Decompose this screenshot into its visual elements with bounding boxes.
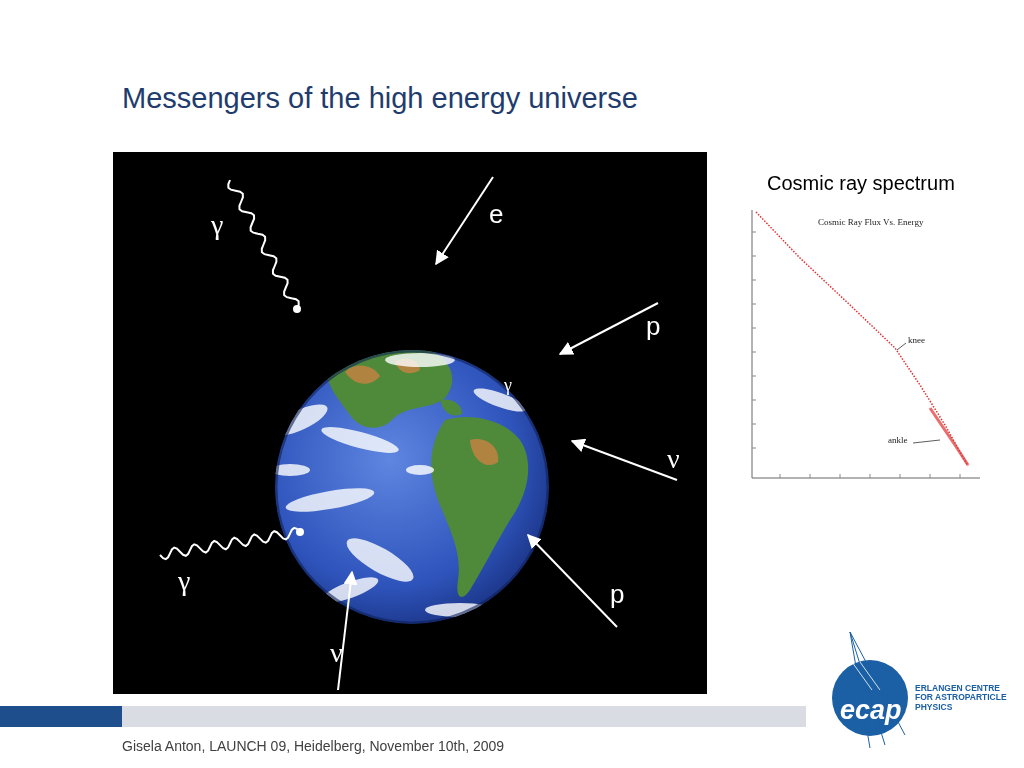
ecap-logo: [832, 632, 908, 748]
particle-label: e: [489, 200, 503, 229]
slide-title: Messengers of the high energy universe: [122, 82, 638, 115]
logo-subtext: ERLANGEN CENTRE FOR ASTROPARTICLE PHYSIC…: [915, 684, 1007, 712]
plot-annotation: knee: [908, 336, 925, 346]
particle-label: ν: [330, 638, 343, 669]
space-panel: [113, 152, 707, 694]
messenger-arrows: [160, 177, 677, 690]
particle-label: γ: [211, 210, 223, 241]
spectrum-plot: [747, 205, 985, 495]
photon-head: [293, 305, 301, 313]
footer-bar: [122, 706, 806, 727]
particle-label: γ: [504, 376, 512, 396]
plot-title: Cosmic Ray Flux Vs. Energy: [818, 218, 923, 228]
plot-annotation: ankle: [888, 436, 908, 446]
earth-globe: [269, 343, 549, 624]
particle-label: p: [646, 312, 660, 341]
footer-bar: [0, 706, 122, 727]
plot-caption: Cosmic ray spectrum: [767, 172, 955, 194]
photon-head: [296, 528, 304, 536]
particle-label: γ: [178, 566, 190, 597]
footer-text: Gisela Anton, LAUNCH 09, Heidelberg, Nov…: [122, 739, 504, 754]
logo-text: ecap: [840, 696, 902, 726]
particle-label: p: [610, 580, 624, 609]
particle-label: ν: [667, 444, 680, 475]
